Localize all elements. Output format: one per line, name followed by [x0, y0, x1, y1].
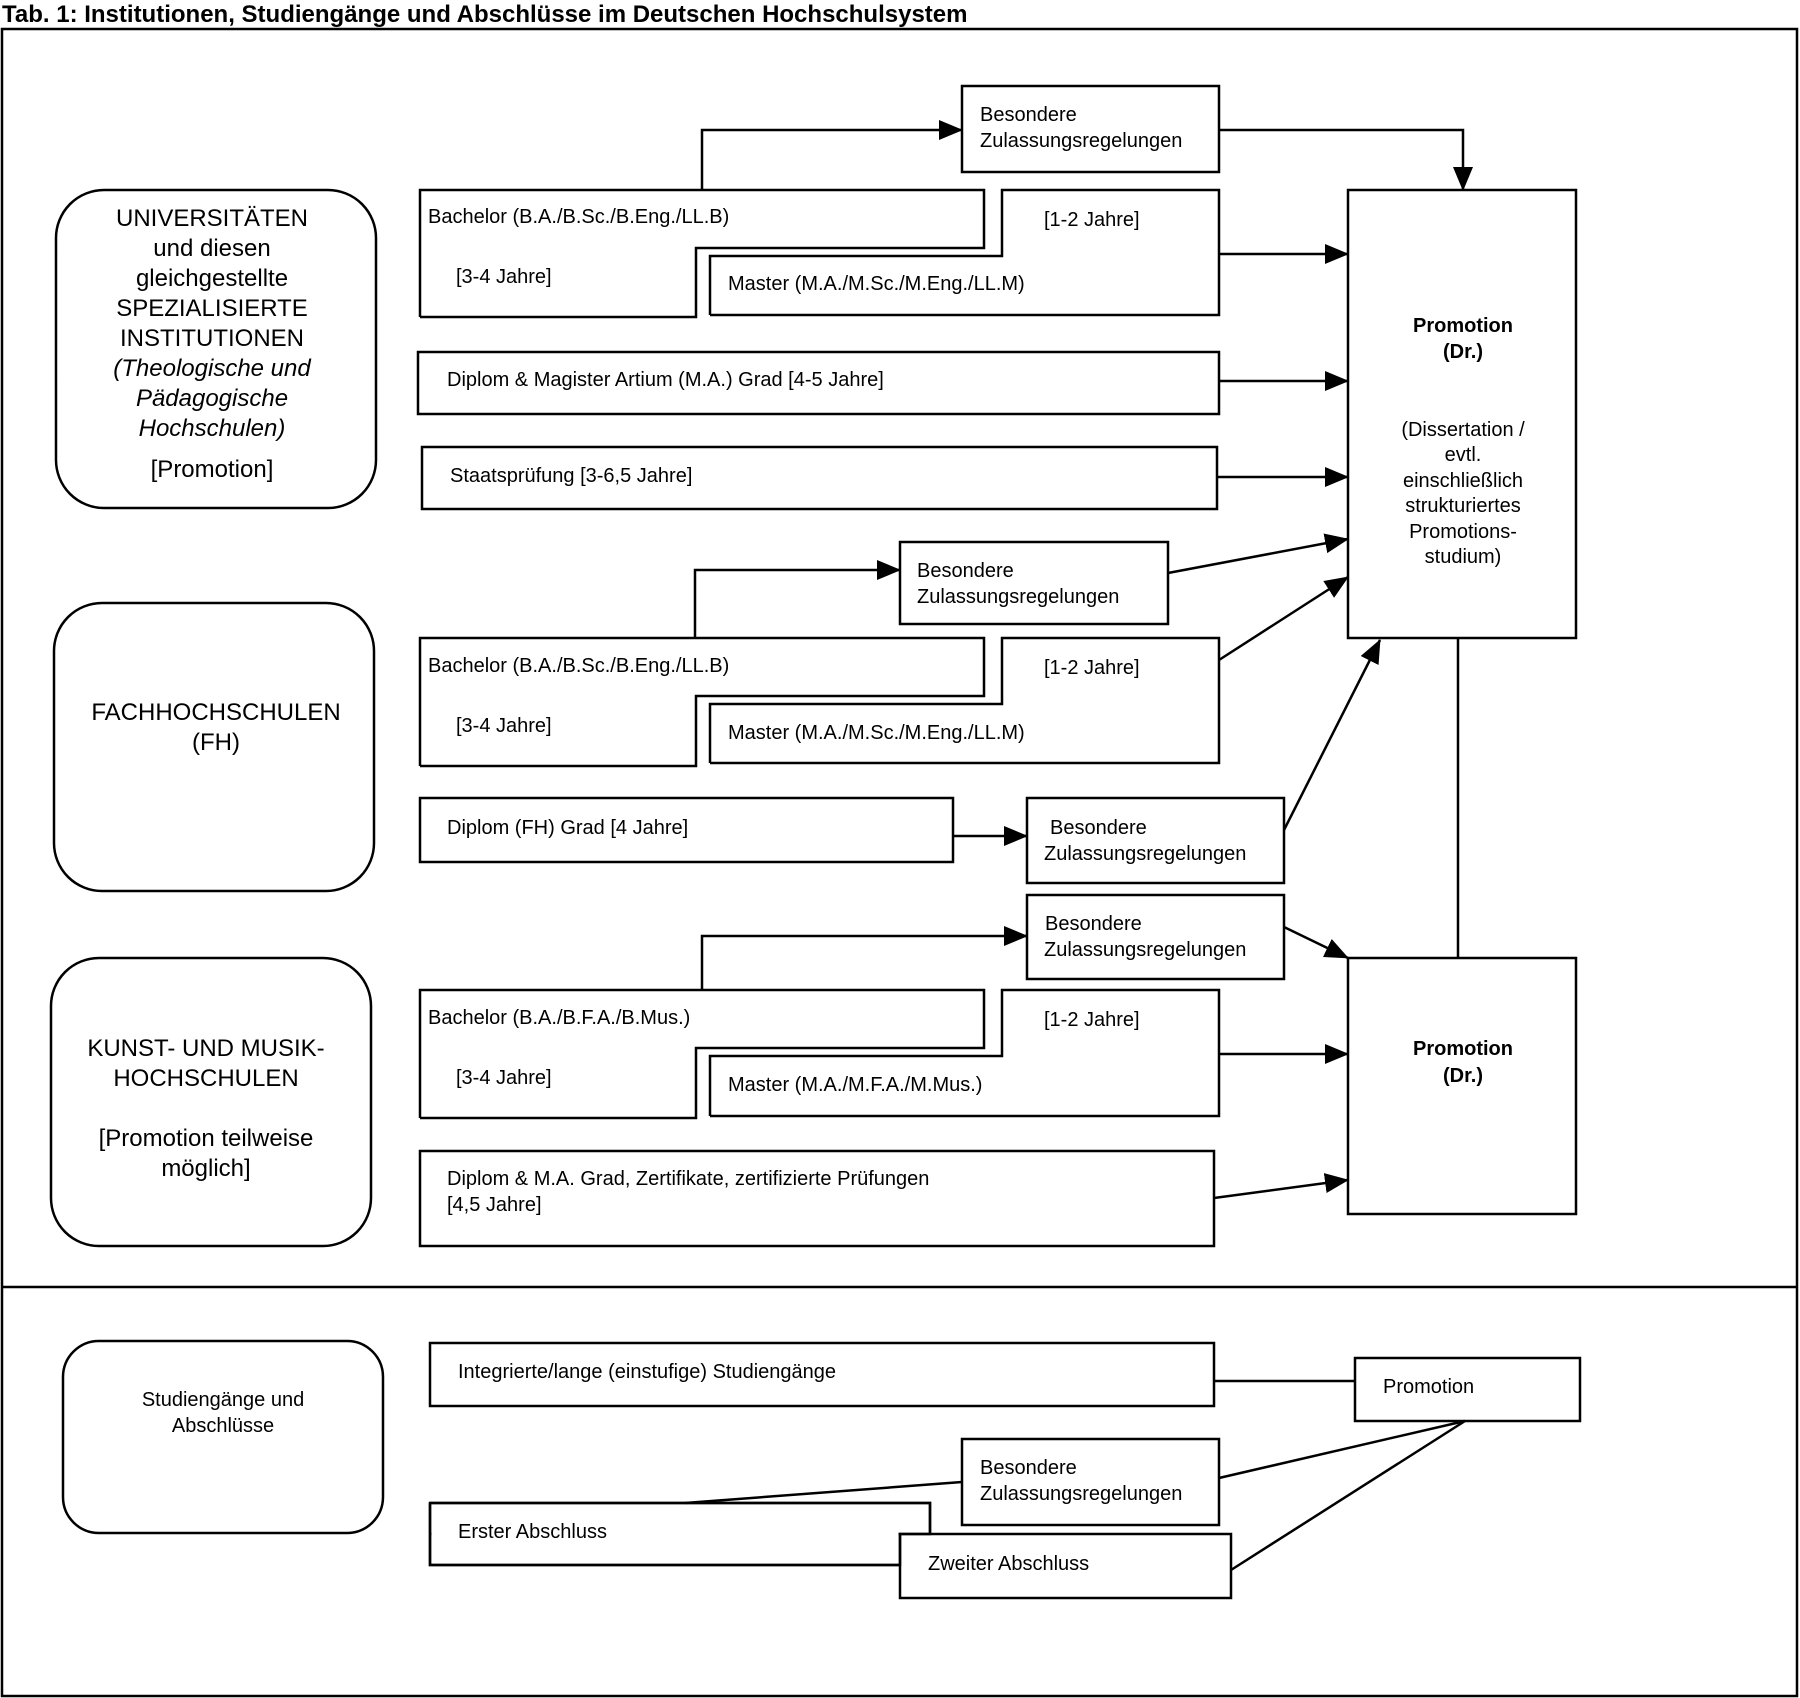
fh-bachelor-box: [418, 636, 986, 768]
uni-label-7: Pädagogische: [136, 385, 288, 412]
uni-special-text-1: Besondere: [980, 104, 1077, 126]
fh-special-text-2: Zulassungsregelungen: [917, 586, 1119, 608]
arrow-uni-bachelor-to-special: [700, 120, 963, 190]
promotion1-desc-5: Promotions-: [1409, 521, 1517, 543]
kunst-bachelor-text: Bachelor (B.A./B.F.A./B.Mus.): [428, 1007, 690, 1029]
promotion-box-2: [1346, 956, 1578, 1216]
legend-first-to-special-line: [684, 1480, 963, 1505]
uni-label-3: gleichgestellte: [136, 265, 288, 292]
fh-diplom-text: Diplom (FH) Grad [4 Jahre]: [447, 817, 688, 839]
uni-special-box: [960, 84, 1221, 174]
uni-staats-text: Staatsprüfung [3-6,5 Jahre]: [450, 465, 692, 487]
kunst-master-years: [1-2 Jahre]: [1044, 1009, 1140, 1031]
promotion1-title: Promotion: [1413, 315, 1513, 337]
arrow-fh-special-to-promotion: [1167, 533, 1349, 575]
arrow-fh-special2-to-promotion: [1282, 639, 1382, 831]
uni-master-text: Master (M.A./M.Sc./M.Eng./LL.M): [728, 273, 1025, 295]
uni-master-box: [708, 188, 1221, 317]
promotion1-desc-1: (Dissertation /: [1401, 419, 1525, 441]
uni-label-2: und diesen: [153, 235, 270, 262]
kunst-bachelor-box: [418, 988, 986, 1120]
fh-diplom-box: [418, 796, 955, 864]
figure-title: Tab. 1: Institutionen, Studiengänge und …: [2, 1, 967, 28]
fh-special2-text-2: Zulassungsregelungen: [1044, 843, 1246, 865]
arrow-kunst-bachelor-to-special: [700, 926, 1028, 990]
fh-special2-box: [1025, 796, 1286, 885]
kunst-label-1: KUNST- UND MUSIK-: [87, 1035, 324, 1062]
arrow-kunst-diplom-to-promotion: [1213, 1173, 1349, 1200]
institution-box-fh: [52, 601, 376, 893]
promotion1-desc-3: einschließlich: [1403, 470, 1523, 492]
arrow-fh-master-to-promotion: [1218, 575, 1349, 662]
fh-special-box: [898, 540, 1170, 626]
kunst-master-box: [708, 988, 1221, 1118]
institution-box-uni: [54, 188, 378, 510]
legend-second-to-promotion-line: [1230, 1419, 1466, 1572]
kunst-label-3: [Promotion teilweise: [99, 1125, 314, 1152]
uni-label-5: INSTITUTIONEN: [120, 325, 304, 352]
promotion1-desc-6: studium): [1425, 546, 1502, 568]
fh-label-1: FACHHOCHSCHULEN: [91, 699, 340, 726]
fh-bachelor-text: Bachelor (B.A./B.Sc./B.Eng./LL.B): [428, 655, 729, 677]
promotion1-desc-4: strukturiertes: [1405, 495, 1521, 517]
institution-box-kunst: [49, 956, 373, 1248]
uni-label-9: [Promotion]: [151, 456, 274, 483]
legend-promotion-box: [1353, 1356, 1582, 1423]
uni-bachelor-years: [3-4 Jahre]: [456, 266, 552, 288]
kunst-special-text-1: Besondere: [1045, 913, 1142, 935]
legend-second-text: Zweiter Abschluss: [928, 1553, 1089, 1575]
kunst-diplom-box: [418, 1149, 1216, 1248]
fh-special2-text-1: Besondere: [1050, 817, 1147, 839]
legend-special-text-2: Zulassungsregelungen: [980, 1483, 1182, 1505]
legend-promotion-text: Promotion: [1383, 1376, 1474, 1398]
legend-integrated-text: Integrierte/lange (einstufige) Studiengä…: [458, 1361, 836, 1383]
kunst-special-box: [1025, 893, 1286, 981]
kunst-master-text: Master (M.A./M.F.A./M.Mus.): [728, 1074, 982, 1096]
legend-label-2: Abschlüsse: [172, 1415, 274, 1437]
uni-diplom-text: Diplom & Magister Artium (M.A.) Grad [4-…: [447, 369, 884, 391]
arrow-uni-special-to-promotion: [1219, 128, 1473, 191]
outer-frame: [0, 27, 1799, 1698]
legend-special-box: [960, 1437, 1221, 1527]
kunst-diplom-text-1: Diplom & M.A. Grad, Zertifikate, zertifi…: [447, 1168, 929, 1190]
kunst-special-text-2: Zulassungsregelungen: [1044, 939, 1246, 961]
arrow-fh-bachelor-to-special: [693, 560, 901, 638]
legend-special-to-promotion-line: [1218, 1419, 1466, 1480]
uni-label-1: UNIVERSITÄTEN: [116, 205, 308, 232]
uni-bachelor-text: Bachelor (B.A./B.Sc./B.Eng./LL.B): [428, 206, 729, 228]
uni-master-years: [1-2 Jahre]: [1044, 209, 1140, 231]
legend-special-text-1: Besondere: [980, 1457, 1077, 1479]
legend-label-1: Studiengänge und: [142, 1389, 304, 1411]
uni-label-6: (Theologische und: [113, 355, 311, 382]
fh-bachelor-years: [3-4 Jahre]: [456, 715, 552, 737]
fh-master-text: Master (M.A./M.Sc./M.Eng./LL.M): [728, 722, 1025, 744]
fh-special-text-1: Besondere: [917, 560, 1014, 582]
kunst-label-2: HOCHSCHULEN: [113, 1065, 298, 1092]
uni-label-4: SPEZIALISIERTE: [116, 295, 308, 322]
uni-bachelor-box: [418, 188, 986, 319]
legend-first-text: Erster Abschluss: [458, 1521, 607, 1543]
kunst-diplom-text-2: [4,5 Jahre]: [447, 1194, 542, 1216]
uni-special-text-2: Zulassungsregelungen: [980, 130, 1182, 152]
promotion-box-1: [1346, 188, 1578, 640]
legend-box: [61, 1339, 385, 1535]
uni-diplom-box: [416, 350, 1221, 416]
promotion2-title: Promotion: [1413, 1038, 1513, 1060]
promotion1-degree: (Dr.): [1443, 341, 1483, 363]
arrow-kunst-special-to-promotion: [1283, 925, 1349, 960]
fh-master-box: [708, 636, 1221, 765]
promotion2-degree: (Dr.): [1443, 1065, 1483, 1087]
fh-label-2: (FH): [192, 729, 240, 756]
uni-label-8: Hochschulen): [139, 415, 286, 442]
kunst-bachelor-years: [3-4 Jahre]: [456, 1067, 552, 1089]
kunst-label-4: möglich]: [161, 1155, 250, 1182]
legend-integrated-box: [428, 1341, 1216, 1408]
fh-master-years: [1-2 Jahre]: [1044, 657, 1140, 679]
promotion1-desc-2: evtl.: [1445, 444, 1482, 466]
